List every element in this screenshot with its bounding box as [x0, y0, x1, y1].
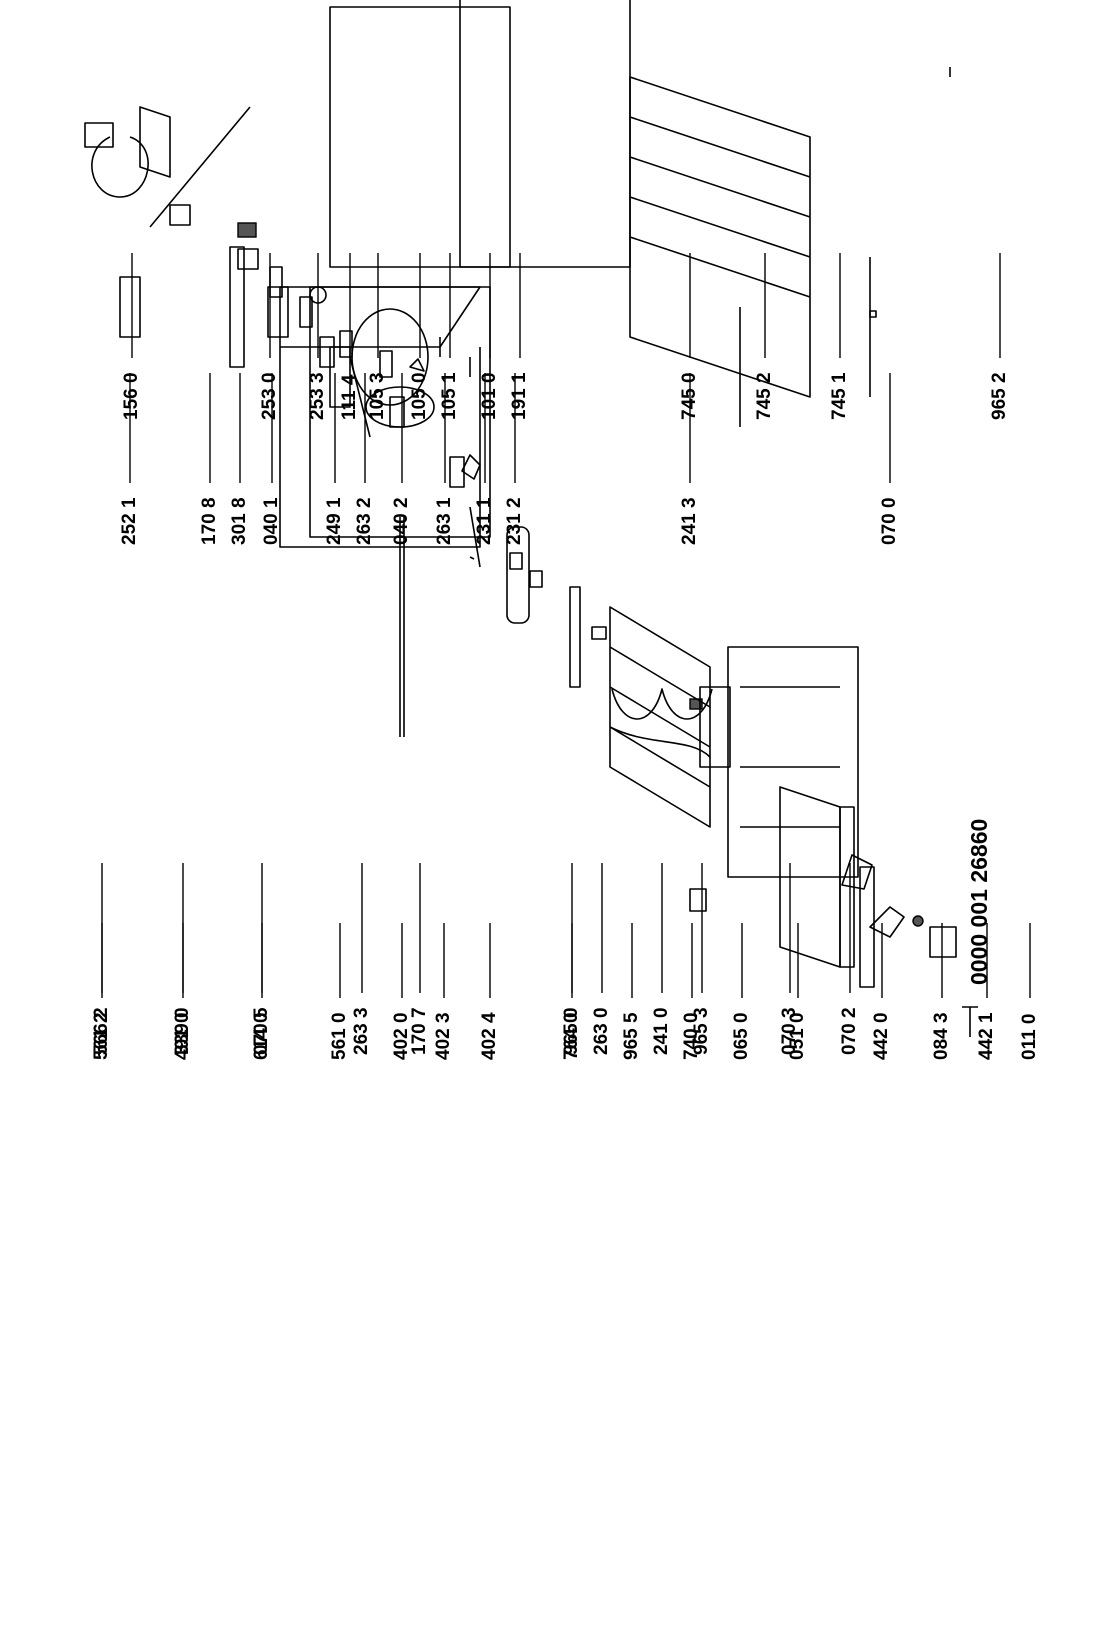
part-label: 084 3 [931, 1012, 952, 1060]
part-label: 070 0 [879, 497, 900, 545]
part-105-3-shape [379, 350, 393, 378]
part-561-2-shape [84, 122, 114, 148]
part-965-3-shape [689, 888, 707, 912]
part-070-0-shape [859, 866, 875, 988]
part-label: 566 2 [91, 1007, 112, 1055]
lid-frame-shape [329, 6, 511, 268]
part-label: 263 2 [354, 497, 375, 545]
part-label: 745 2 [754, 372, 775, 420]
part-label: 402 4 [479, 1012, 500, 1060]
part-764-0-shape [506, 526, 530, 624]
grid-shelves-shape [629, 76, 811, 398]
part-040-2-shape [449, 456, 465, 488]
condenser-coil-shape [609, 688, 713, 758]
part-label: 253 0 [259, 372, 280, 420]
part-label: 561 0 [329, 1012, 350, 1060]
part-614-0-shape [237, 222, 257, 238]
relay-parts-shape [841, 854, 905, 938]
part-label: 263 3 [351, 1007, 372, 1055]
part-label: 263 1 [434, 497, 455, 545]
part-label: 263 0 [591, 1007, 612, 1055]
part-label: 241 3 [679, 497, 700, 545]
part-label: 111 4 [339, 374, 360, 420]
part-label: 965 0 [561, 1007, 582, 1055]
lid-parts [119, 0, 951, 427]
part-label: 965 2 [989, 372, 1010, 420]
part-label: 231 1 [474, 497, 495, 545]
part-965-0-shape [469, 556, 475, 560]
part-263-1-shape [469, 506, 481, 568]
part-040-1-shape [319, 336, 335, 368]
part-965-5-shape [591, 626, 607, 640]
base-tray-shape [727, 646, 859, 878]
part-156-0-shape [119, 276, 141, 338]
part-442-1-shape [929, 926, 957, 958]
part-label: 231 2 [504, 497, 525, 545]
part-label: 965 5 [621, 1012, 642, 1060]
leader-lines [101, 253, 1031, 998]
cabinet-front-shape [309, 286, 491, 538]
part-label: 070 5 [251, 1007, 272, 1055]
part-label: 745 1 [829, 372, 850, 420]
part-label: 965 3 [691, 1007, 712, 1055]
part-491-0-shape [169, 204, 191, 226]
part-339-0-shape [149, 106, 251, 228]
lid-gasket-shape [459, 0, 631, 268]
part-252-1-shape [139, 106, 171, 178]
part-label: 070 3 [779, 1007, 800, 1055]
part-253-3-shape [299, 296, 313, 328]
basket-shape [609, 606, 711, 828]
part-label: 170 8 [199, 497, 220, 545]
part-402-3-shape [409, 358, 425, 372]
part-label: 252 1 [119, 497, 140, 545]
part-241-3-shape [699, 686, 731, 768]
part-263-2-shape [389, 396, 405, 428]
part-231-2-shape [529, 570, 543, 588]
part-label: 040 1 [261, 497, 282, 545]
compressor-parts [84, 122, 978, 1037]
part-084-3-shape [912, 915, 924, 927]
part-label: 339 0 [172, 1007, 193, 1055]
part-label: 156 0 [121, 372, 142, 420]
part-301-8-shape [267, 286, 289, 338]
part-label: 040 2 [391, 497, 412, 545]
part-111-4-shape [339, 330, 353, 358]
part-011-0-shape [962, 1006, 978, 1037]
cabinet-column-parts [91, 106, 855, 968]
part-label: 241 0 [651, 1007, 672, 1055]
part-249-1-shape [349, 356, 371, 438]
part-label: 442 0 [871, 1012, 892, 1060]
part-745-1-shape [869, 310, 877, 318]
part-label: 011 0 [1019, 1013, 1040, 1061]
part-label: 101 0 [479, 372, 500, 420]
part-566-2-shape [91, 136, 149, 198]
part-label: 105 3 [367, 372, 388, 420]
part-label: 253 3 [307, 372, 328, 420]
part-label: 301 8 [229, 497, 250, 545]
part-170-8-shape [229, 246, 245, 368]
part-label: 442 1 [976, 1012, 997, 1060]
part-label: 170 7 [409, 1007, 430, 1055]
part-label: 745 0 [679, 372, 700, 420]
part-263-0-shape [569, 586, 581, 688]
part-label: 249 1 [324, 497, 345, 545]
part-label: 402 3 [433, 1012, 454, 1060]
lid-hinge-parts [139, 106, 875, 988]
part-231-1-shape [509, 552, 523, 570]
part-label: 191 1 [509, 372, 530, 420]
document-id: 0000 001 26860 [966, 818, 992, 985]
part-070-5-shape [237, 248, 259, 270]
part-label: 065 0 [731, 1012, 752, 1060]
part-label: 105 0 [409, 372, 430, 420]
part-070-2-shape [839, 806, 855, 968]
part-170-7-shape [399, 517, 405, 737]
part-label: 105 1 [439, 372, 460, 420]
part-label: 070 2 [839, 1007, 860, 1055]
